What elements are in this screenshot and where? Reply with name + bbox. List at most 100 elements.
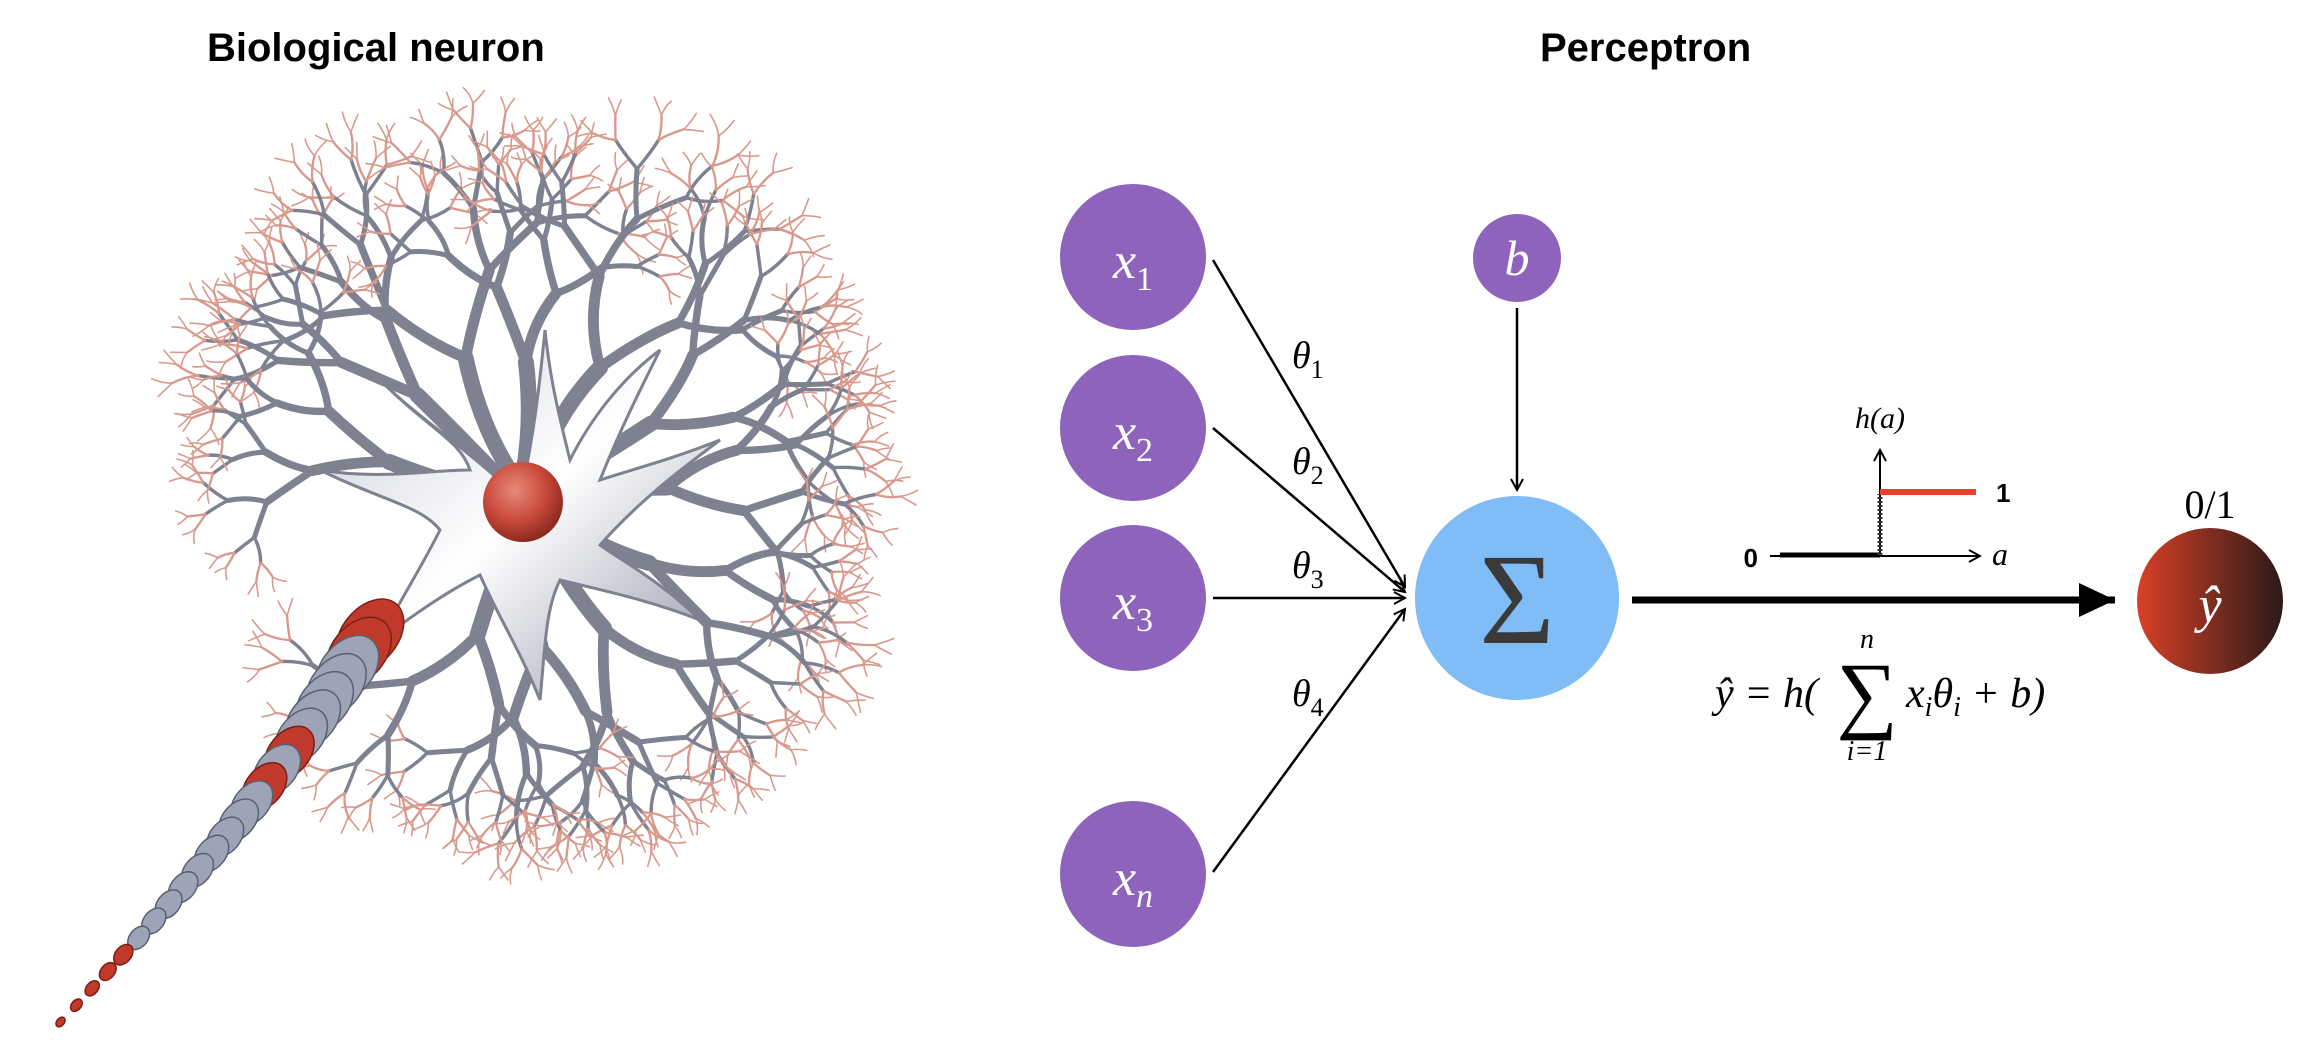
axon-segment: [84, 979, 101, 997]
formula-term: xiθi + b): [1905, 671, 2045, 723]
dendrite-branch: [315, 769, 331, 787]
dendrite-branch: [704, 791, 720, 801]
weight-label-1: θ1: [1292, 335, 1324, 384]
dendrite-branch: [864, 509, 882, 517]
dendrite-branch: [476, 834, 484, 849]
dendrite-branch: [315, 134, 334, 143]
dendrite-branch: [674, 824, 683, 839]
dendrite-branch: [500, 146, 505, 163]
dendrite-branch: [481, 820, 498, 837]
dendrite-branch: [814, 713, 826, 731]
dendrite-branch: [563, 121, 570, 138]
dendrite-branch: [775, 341, 784, 373]
dendrite-branch: [866, 342, 882, 353]
dendrite-branch: [768, 680, 788, 711]
input-var: x: [1112, 233, 1136, 290]
dendrite-branch: [748, 782, 756, 798]
dendrite-branch: [364, 213, 394, 261]
dendrite-branch: [772, 152, 778, 174]
dendrite-branch: [869, 391, 883, 405]
dendrite-branch: [856, 563, 869, 575]
dendrite-branch: [234, 351, 249, 381]
dendrite-branch: [709, 192, 723, 206]
dendrite-branch: [792, 217, 806, 233]
dendrite-branch: [252, 535, 263, 565]
svg-text:x2: x2: [1112, 404, 1153, 469]
dendrite-branch: [770, 612, 777, 634]
dendrite-branch: [176, 412, 193, 419]
weight-label-4: θ4: [1292, 673, 1324, 722]
dendrite-branch: [523, 119, 538, 132]
dendrite-branch: [772, 166, 793, 174]
dendrite-branch: [511, 122, 518, 139]
dendrite-branch: [842, 563, 857, 578]
dendrite-branch: [668, 290, 681, 299]
dendrite-branch: [657, 253, 678, 259]
dendrite-branch: [519, 830, 528, 848]
dendrite-branch: [340, 806, 357, 809]
dendrite-branch: [828, 379, 848, 391]
dendrite-branch: [786, 230, 795, 256]
dendrite-branch: [192, 398, 206, 409]
dendrite-branch: [821, 689, 826, 716]
dendrite-branch: [806, 467, 814, 482]
dendrite-branch: [468, 135, 479, 150]
dendrite-branch: [496, 842, 500, 869]
dendrite-branch: [261, 712, 277, 718]
dendrite-branch: [497, 866, 509, 881]
dendrite-branch: [714, 799, 727, 812]
dendrite-branch: [819, 328, 847, 336]
dendrite-branch: [555, 820, 563, 846]
dendrite-branch: [461, 851, 477, 865]
dendrite-branch: [213, 300, 231, 304]
dendrite-branch: [708, 756, 719, 770]
dendrite-branch: [192, 394, 213, 413]
dendrite-branch: [844, 515, 861, 520]
dendrite-branch: [452, 837, 459, 853]
dendrite-branch: [690, 152, 701, 167]
dendrite-branch: [576, 818, 600, 824]
dendrite-branch: [244, 376, 280, 406]
dendrite-branch: [811, 598, 840, 629]
dendrite-branch: [845, 641, 865, 662]
dendrite-branch: [173, 412, 193, 416]
dendrite-branch: [775, 571, 785, 589]
dendrite-branch: [249, 259, 269, 275]
dendrite-branch: [290, 142, 296, 164]
dendrite-branch: [836, 575, 845, 602]
dendrite-branch: [244, 644, 263, 649]
dendrite-branch: [863, 544, 869, 561]
dendrite-branch: [574, 842, 582, 858]
dendrite-branch: [771, 724, 791, 739]
dendrite-branch: [824, 513, 847, 521]
dendrite-branch: [654, 831, 659, 848]
dendrite-branch: [788, 721, 804, 727]
dendrite-branch: [683, 797, 707, 802]
dendrite-branch: [812, 330, 821, 346]
dendrite-branch: [532, 116, 544, 131]
dendrite-branch: [850, 573, 861, 589]
dendrite-branch: [343, 761, 359, 795]
dendrite-branch: [856, 556, 871, 565]
dendrite-branch: [854, 350, 869, 373]
dendrite-branch: [803, 514, 814, 540]
dendrite-branch: [641, 811, 657, 833]
dendrite-branch: [395, 175, 399, 190]
dendrite-branch: [687, 229, 695, 260]
dendrite-branch: [803, 317, 812, 332]
dendrite-branch: [308, 764, 331, 773]
dendrite-branch: [669, 235, 691, 260]
dendrite-branch: [554, 144, 557, 162]
dendrite-branch: [363, 289, 381, 295]
title-perceptron: Perceptron: [1540, 26, 1752, 70]
dendrite-branch: [408, 248, 452, 259]
dendrite-branch: [834, 354, 852, 366]
dendrite-branch: [190, 409, 213, 420]
dendrite-branch: [705, 709, 720, 757]
dendrite-branch: [454, 225, 473, 230]
dendrite-branch: [218, 437, 224, 459]
dendrite-branch: [837, 663, 864, 674]
dendrite-branch: [607, 183, 620, 193]
dendrite-branch: [740, 488, 806, 515]
dendrite-branch: [630, 829, 637, 846]
